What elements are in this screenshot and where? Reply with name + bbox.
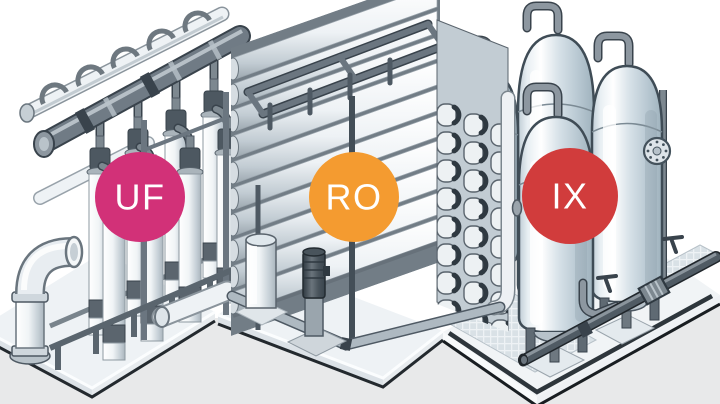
ix-tank-front-right [590,31,672,345]
ro-end-caps [436,19,509,342]
feed-pump [286,247,348,357]
ultrafiltration-unit [9,6,251,370]
ro-top-piping-frame [243,19,448,131]
ix-badge: IX [522,148,618,244]
uf-spare-pipe [151,280,238,328]
ro-badge-circle [309,152,399,242]
ground-shadow-area [0,299,720,404]
ix-badge-label: IX [551,176,588,217]
pipe-valves [596,235,684,293]
uf-header-pipe [33,25,251,158]
ro-badge-label: RO [326,177,383,218]
manhole-flange [642,136,672,166]
uf-badge-label: UF [115,177,166,218]
ix-floor-pipe [518,235,720,367]
ix-badge-circle [522,148,618,244]
ro-floor-equipment [226,90,516,357]
uf-badge-circle [95,152,185,242]
uf-inlet-elbow-pipe [9,235,84,365]
cartridge-filter [234,233,289,326]
ro-badge: RO [309,152,399,242]
uf-badge: UF [95,152,185,242]
reverse-osmosis-unit [231,0,448,342]
stage-badges: UF RO IX [95,148,618,244]
pipe-clamp-arches [39,10,212,106]
